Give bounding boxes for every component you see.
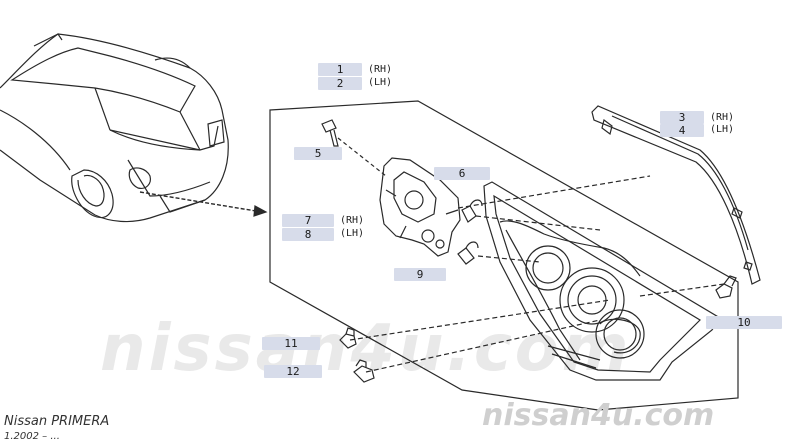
grommet-11-drawing <box>339 327 357 349</box>
callout-6: 6 <box>434 167 490 180</box>
date-range-label: 1.2002 – ... <box>4 431 60 442</box>
bulb-6-drawing <box>461 199 483 223</box>
garnish-strip-drawing <box>591 105 761 285</box>
side-label-lh-garnish: (LH) <box>710 124 735 135</box>
callout-4: 4 <box>660 124 704 137</box>
callout-12: 12 <box>264 365 322 378</box>
side-label-rh: (RH) <box>368 64 393 75</box>
callout-10: 10 <box>706 316 782 329</box>
screw-10-drawing <box>715 275 737 299</box>
callout-2: 2 <box>318 77 362 90</box>
side-label-lh-socket: (LH) <box>340 228 365 239</box>
callout-3: 3 <box>660 111 704 124</box>
make-model-label: Nissan PRIMERA <box>4 414 110 429</box>
side-label-rh-garnish: (RH) <box>710 112 735 123</box>
callout-1: 1 <box>318 63 362 76</box>
watermark-large: nissan4u.com <box>100 312 632 386</box>
bulb-9-drawing <box>457 241 479 265</box>
callout-5: 5 <box>294 147 342 160</box>
callout-11: 11 <box>262 337 320 350</box>
tail-lamp-drawing <box>483 181 721 381</box>
callout-8: 8 <box>282 228 334 241</box>
side-label-lh: (LH) <box>368 77 393 88</box>
watermark-small: nissan4u.com <box>482 398 715 433</box>
side-label-rh-socket: (RH) <box>340 215 365 226</box>
bolt-5-drawing <box>321 119 387 177</box>
callout-7: 7 <box>282 214 334 227</box>
car-illustration <box>0 33 229 223</box>
socket-bracket-drawing <box>379 157 461 257</box>
callout-9: 9 <box>394 268 446 281</box>
clip-12-drawing <box>353 359 375 383</box>
